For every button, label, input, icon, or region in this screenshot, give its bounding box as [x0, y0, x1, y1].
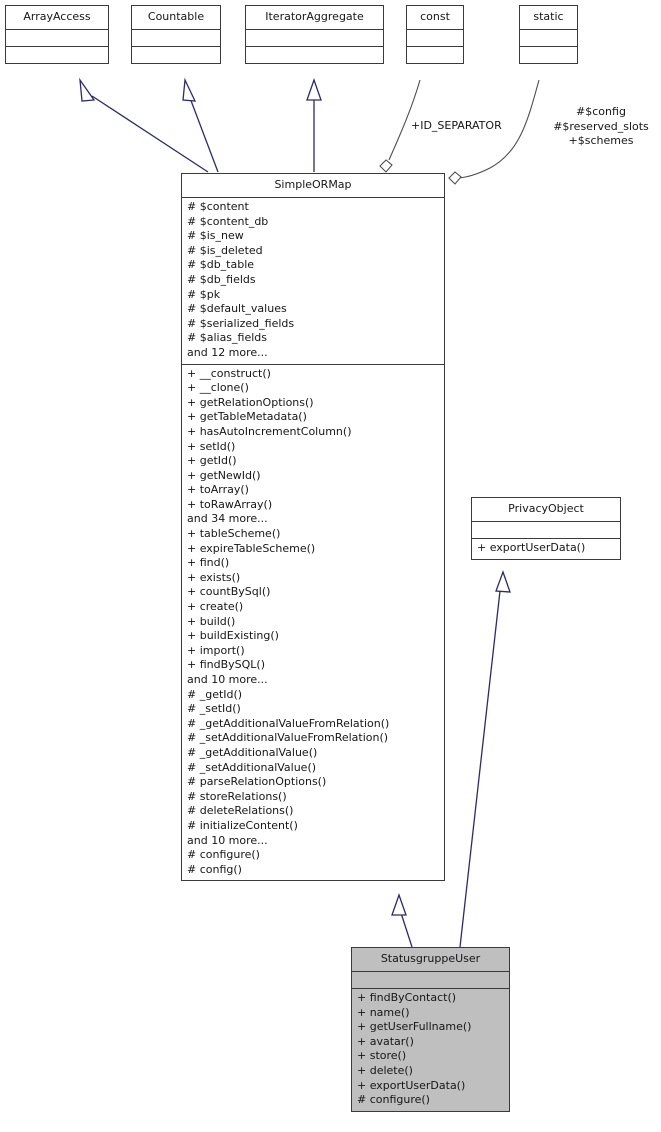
class-title-arrayaccess: ArrayAccess: [23, 10, 91, 23]
class-methods-iteratoraggregate: [246, 46, 383, 63]
class-method-item: # storeRelations(): [187, 789, 287, 803]
inheritance-edge-privacyobject: [459, 570, 511, 948]
class-method-item: + findBySQL(): [187, 658, 266, 672]
class-attribute-item: # $content_db: [187, 214, 269, 228]
inheritance-edge-iteratoraggregate: [306, 78, 322, 172]
class-method-item: # configure(): [187, 848, 260, 862]
class-method-item: + __clone(): [187, 381, 249, 395]
class-method-item: # configure(): [357, 1093, 430, 1107]
class-methods-privacyobject: + exportUserData(): [472, 538, 620, 559]
class-title-iteratoraggregate: IteratorAggregate: [265, 10, 364, 23]
class-attributes-statusgruppeuser: [352, 971, 509, 988]
class-method-item: # _getAdditionalValueFromRelation(): [187, 716, 390, 730]
class-methods-const: [407, 46, 463, 63]
class-box-iteratoraggregate[interactable]: IteratorAggregate: [245, 5, 384, 64]
class-box-countable[interactable]: Countable: [131, 5, 221, 64]
class-attributes-const: [407, 29, 463, 46]
inheritance-edge-countable: [182, 77, 219, 173]
edge-label-static-schemes: +$schemes: [568, 134, 634, 147]
class-box-arrayaccess[interactable]: ArrayAccess: [5, 5, 109, 64]
class-box-const[interactable]: const: [406, 5, 464, 64]
class-method-item: + countBySql(): [187, 585, 271, 599]
class-method-item: + getNewId(): [187, 468, 261, 482]
class-method-item: + findByContact(): [357, 991, 457, 1004]
class-attributes-simpleormap: # $content# $content_db# $is_new# $is_de…: [182, 197, 444, 364]
class-method-item: and 10 more...: [187, 673, 268, 686]
class-method-item: + tableScheme(): [187, 527, 281, 541]
class-method-item: # _setAdditionalValueFromRelation(): [187, 731, 389, 745]
class-attribute-item: # $db_fields: [187, 272, 256, 286]
class-methods-statusgruppeuser: + findByContact()+ name()+ getUserFullna…: [352, 988, 509, 1111]
class-methods-static: [520, 46, 577, 63]
class-method-item: + toArray(): [187, 483, 249, 497]
class-title-simpleormap: SimpleORMap: [274, 178, 352, 191]
class-attributes-countable: [132, 29, 220, 46]
class-box-statusgruppeuser[interactable]: StatusgruppeUser + findByContact()+ name…: [351, 947, 510, 1112]
class-attribute-item: # $is_new: [187, 229, 244, 243]
class-method-item: # _setAdditionalValue(): [187, 760, 317, 774]
class-method-item: + build(): [187, 614, 236, 628]
class-methods-simpleormap: + __construct()+ __clone()+ getRelationO…: [182, 363, 444, 881]
class-method-item: # _setId(): [187, 702, 241, 716]
class-method-item: + avatar(): [357, 1034, 414, 1048]
class-method-item: + getId(): [187, 454, 237, 468]
class-method-item: + setId(): [187, 439, 236, 453]
class-method-item: + getUserFullname(): [357, 1020, 472, 1034]
class-box-simpleormap[interactable]: SimpleORMap # $content# $content_db# $is…: [181, 173, 445, 882]
class-attributes-arrayaccess: [6, 29, 108, 46]
class-method-item: + getRelationOptions(): [187, 395, 314, 409]
class-method-item: + exportUserData(): [357, 1078, 466, 1092]
class-box-privacyobject[interactable]: PrivacyObject + exportUserData(): [471, 497, 621, 560]
class-attribute-item: # $pk: [187, 287, 221, 301]
class-method-item: + exists(): [187, 570, 241, 584]
class-title-static: static: [533, 10, 564, 23]
class-title-const: const: [420, 10, 450, 23]
class-method-item: # _getId(): [187, 687, 243, 701]
inheritance-edge-arrayaccess: [79, 77, 209, 173]
class-method-item: + import(): [187, 643, 245, 657]
class-method-item: + create(): [187, 600, 244, 614]
class-attribute-item: # $alias_fields: [187, 331, 268, 345]
class-methods-countable: [132, 46, 220, 63]
class-method-item: and 10 more...: [187, 833, 268, 847]
class-method-item: + expireTableScheme(): [187, 541, 316, 555]
class-method-item: + getTableMetadata(): [187, 410, 307, 424]
class-method-item: # _getAdditionalValue(): [187, 745, 318, 759]
class-method-item: + exportUserData(): [477, 541, 586, 554]
class-title-statusgruppeuser: StatusgruppeUser: [380, 952, 481, 965]
class-method-item: + delete(): [357, 1063, 413, 1077]
class-attribute-item: # $is_deleted: [187, 243, 263, 257]
class-method-item: + hasAutoIncrementColumn(): [187, 424, 352, 438]
class-attribute-item: # $db_table: [187, 258, 255, 272]
class-methods-arrayaccess: [6, 46, 108, 63]
edge-label-static-reserved-slots: #$reserved_slots: [553, 119, 649, 133]
edge-label-static-members: #$config #$reserved_slots +$schemes: [545, 105, 657, 149]
class-method-item: + store(): [357, 1049, 407, 1063]
class-attribute-item: # $serialized_fields: [187, 316, 295, 330]
class-attribute-item: # $default_values: [187, 302, 287, 316]
class-box-static[interactable]: static: [519, 5, 578, 64]
class-attributes-iteratoraggregate: [246, 29, 383, 46]
class-title-countable: Countable: [147, 10, 205, 23]
class-method-item: + buildExisting(): [187, 629, 279, 643]
class-attribute-item: # $content: [187, 200, 249, 213]
class-attributes-static: [520, 29, 577, 46]
class-method-item: + find(): [187, 556, 230, 570]
class-method-item: + toRawArray(): [187, 497, 273, 511]
class-method-item: + name(): [357, 1005, 410, 1019]
edge-label-static-config: #$config: [576, 105, 626, 118]
class-attribute-item: and 12 more...: [187, 345, 268, 359]
class-method-item: # initializeContent(): [187, 818, 298, 832]
class-method-item: and 34 more...: [187, 512, 268, 526]
class-method-item: # config(): [187, 862, 242, 876]
class-method-item: # parseRelationOptions(): [187, 775, 327, 789]
inheritance-edge-simpleormap: [391, 893, 413, 948]
edge-label-id-separator: +ID_SEPARATOR: [411, 119, 502, 132]
class-title-privacyobject: PrivacyObject: [508, 502, 584, 515]
class-method-item: + __construct(): [187, 366, 271, 380]
class-method-item: # deleteRelations(): [187, 804, 294, 818]
class-attributes-privacyobject: [472, 521, 620, 538]
